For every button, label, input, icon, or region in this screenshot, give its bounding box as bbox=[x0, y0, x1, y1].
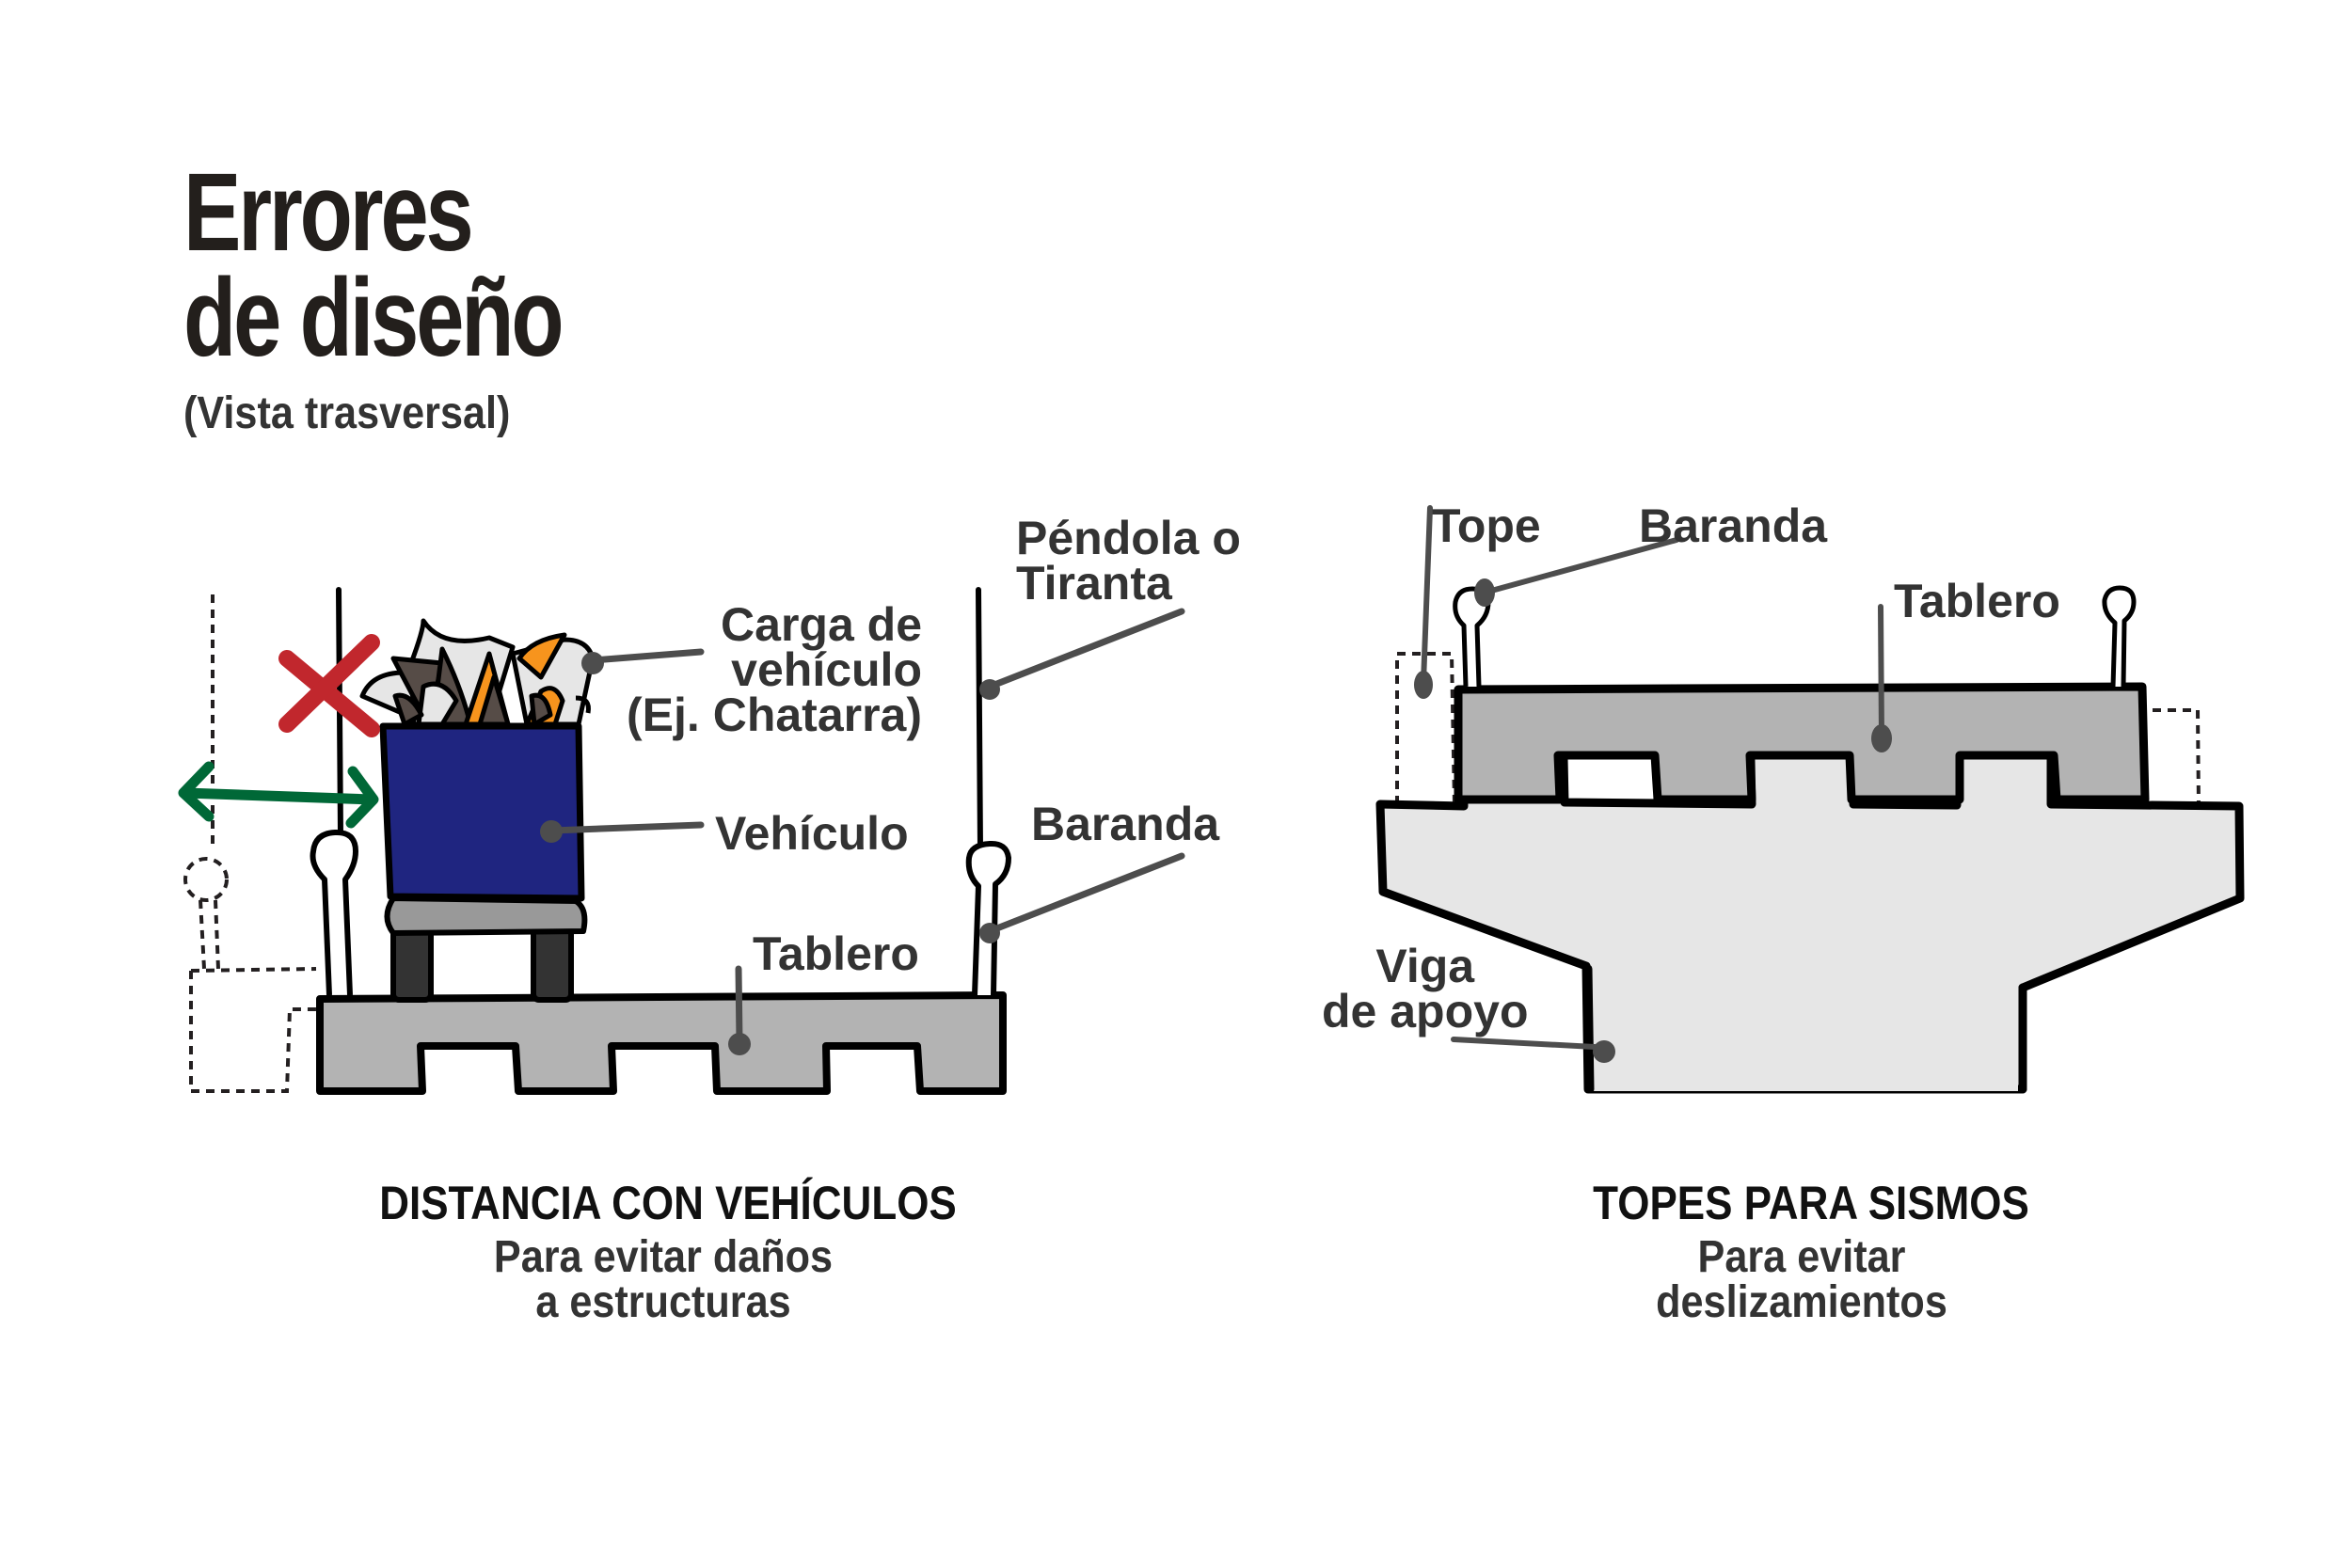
red-x-icon bbox=[278, 634, 380, 737]
right-diagram bbox=[1375, 505, 2245, 1094]
vehicle-body bbox=[379, 722, 585, 902]
page-title: Errores de diseño bbox=[183, 150, 564, 380]
right-leaders bbox=[1414, 505, 1892, 1063]
wheel-front bbox=[531, 924, 574, 1003]
vehicle bbox=[379, 722, 588, 1003]
caption-sub-right: Para evitar deslizamientos bbox=[1656, 1232, 1947, 1327]
wheel-rear bbox=[390, 924, 434, 1003]
pendola-right bbox=[976, 587, 983, 852]
caption-sub-left: Para evitar daños a estructuras bbox=[493, 1232, 834, 1327]
label-baranda-left: Baranda bbox=[1031, 798, 1220, 850]
title-line-1: Errores bbox=[183, 150, 474, 275]
label-vehiculo: Vehículo bbox=[715, 807, 909, 860]
label-tablero-left: Tablero bbox=[753, 927, 919, 980]
label-viga: Viga de apoyo bbox=[1322, 940, 1529, 1037]
ghost-railing bbox=[183, 594, 317, 1093]
vehicle-base bbox=[384, 895, 588, 936]
double-arrow-icon bbox=[178, 761, 379, 829]
title-line-2: de diseño bbox=[183, 256, 564, 380]
beam-mask bbox=[1593, 1053, 2018, 1091]
tablero-left bbox=[316, 991, 1007, 1095]
left-diagram bbox=[178, 587, 1185, 1095]
scrap-load bbox=[359, 618, 596, 727]
label-tablero-right: Tablero bbox=[1894, 575, 2060, 627]
label-baranda-right: Baranda bbox=[1639, 499, 1828, 552]
page-subtitle: (Vista trasversal) bbox=[183, 388, 511, 438]
label-tope: Tope bbox=[1432, 499, 1541, 552]
left-leaders bbox=[540, 608, 1185, 1055]
baranda-left bbox=[310, 829, 358, 996]
baranda-right-right bbox=[2102, 585, 2137, 688]
caption-title-left: DISTANCIA CON VEHÍCULOS bbox=[379, 1177, 957, 1229]
label-pendola: Péndola o Tiranta bbox=[1016, 512, 1241, 610]
baranda-right bbox=[965, 840, 1011, 996]
label-carga: Carga de vehículo (Ej. Chatarra) bbox=[627, 598, 922, 741]
tablero-right bbox=[1454, 682, 2150, 804]
caption-title-right: TOPES PARA SISMOS bbox=[1593, 1177, 2029, 1229]
baranda-right-left bbox=[1453, 586, 1491, 688]
